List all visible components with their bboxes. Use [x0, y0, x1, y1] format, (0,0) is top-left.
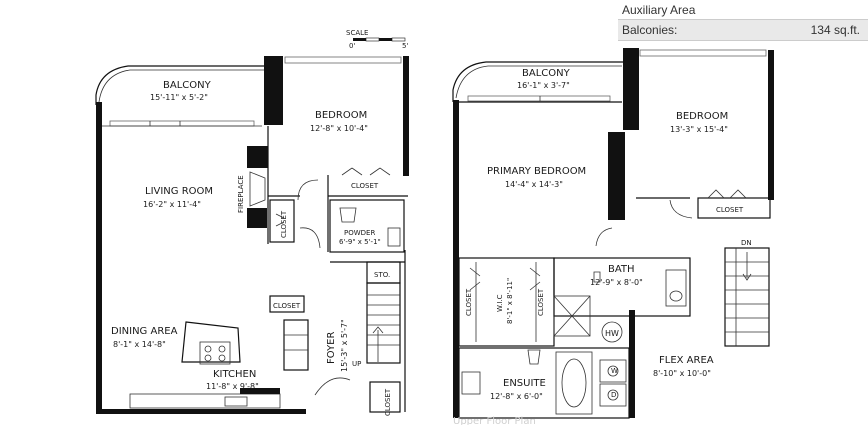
bath-label: BATH: [608, 264, 635, 275]
upper-bedroom-label: BEDROOM: [676, 111, 728, 122]
upper-balcony-dims: 16'-1" x 3'-7": [517, 81, 570, 90]
primary-bedroom-label: PRIMARY BEDROOM: [487, 166, 586, 177]
upper-balcony-label: BALCONY: [522, 68, 571, 79]
hot-water-label: HW: [605, 329, 619, 338]
scale-max: 5': [402, 42, 408, 50]
primary-bedroom-dims: 14'-4" x 14'-3": [505, 180, 563, 189]
bath-dims: 12'-9" x 8'-0": [590, 278, 643, 287]
storage-label: STO.: [374, 271, 390, 279]
lower-bedroom-label: BEDROOM: [315, 110, 367, 121]
wic-dims: 8'-1" x 8'-11": [506, 278, 514, 324]
lower-bedroom-closet-label: CLOSET: [351, 182, 379, 190]
lower-balcony-dims: 15'-11" x 5'-2": [150, 93, 208, 102]
flex-area-label: FLEX AREA: [659, 355, 714, 366]
upper-floor-plan: [452, 48, 774, 419]
fireplace-label: FIREPLACE: [237, 175, 245, 213]
kitchen-closet-label: CLOSET: [273, 302, 301, 310]
living-room-label: LIVING ROOM: [145, 186, 213, 197]
ensuite-label: ENSUITE: [503, 378, 546, 389]
auxiliary-area-title: Auxiliary Area: [622, 3, 696, 17]
flex-area-dims: 8'-10" x 10'-0": [653, 369, 711, 378]
kitchen-dims: 11'-8" x 9'-8": [206, 382, 259, 391]
scale-min: 0': [349, 42, 355, 50]
lower-bedroom-dims: 12'-8" x 10'-4": [310, 124, 368, 133]
wic-left-closet-label: CLOSET: [465, 288, 473, 316]
dryer-label: D: [611, 391, 616, 399]
upper-bedroom-closet-label: CLOSET: [716, 206, 744, 214]
wic-label: W.I.C: [496, 294, 504, 312]
auxiliary-area-table: Auxiliary Area Balconies: 134 sq.ft.: [618, 0, 868, 41]
stair-up-label: UP: [352, 360, 361, 368]
kitchen-label: KITCHEN: [213, 369, 256, 380]
upper-bedroom-dims: 13'-3" x 15'-4": [670, 125, 728, 134]
scale-bar: SCALE 0' 5': [346, 29, 408, 50]
dining-area-dims: 8'-1" x 14'-8": [113, 340, 166, 349]
lower-entry-closet-label: CLOSET: [384, 388, 392, 416]
living-room-dims: 16'-2" x 11'-4": [143, 200, 201, 209]
dining-area-label: DINING AREA: [111, 326, 178, 337]
foyer-dims: 15'-3" x 5'-7": [340, 319, 349, 372]
ensuite-dims: 12'-8" x 6'-0": [490, 392, 543, 401]
washer-label: W: [611, 367, 618, 375]
lower-balcony-label: BALCONY: [163, 80, 212, 91]
foyer-label: FOYER: [326, 331, 337, 364]
upper-floor-caption: Upper Floor Plan: [453, 416, 536, 425]
balconies-row: Balconies: 134 sq.ft.: [618, 19, 868, 41]
stair-down-label: DN: [741, 239, 752, 247]
balconies-value: 134 sq.ft.: [810, 23, 860, 37]
lower-hall-closet-label: CLOSET: [280, 210, 288, 238]
powder-dims: 6'-9" x 5'-1": [339, 238, 381, 246]
balconies-label: Balconies:: [622, 23, 678, 37]
lower-floor-plan: [95, 56, 409, 414]
scale-label: SCALE: [346, 29, 368, 37]
powder-label: POWDER: [344, 229, 375, 237]
wic-right-closet-label: CLOSET: [537, 288, 545, 316]
